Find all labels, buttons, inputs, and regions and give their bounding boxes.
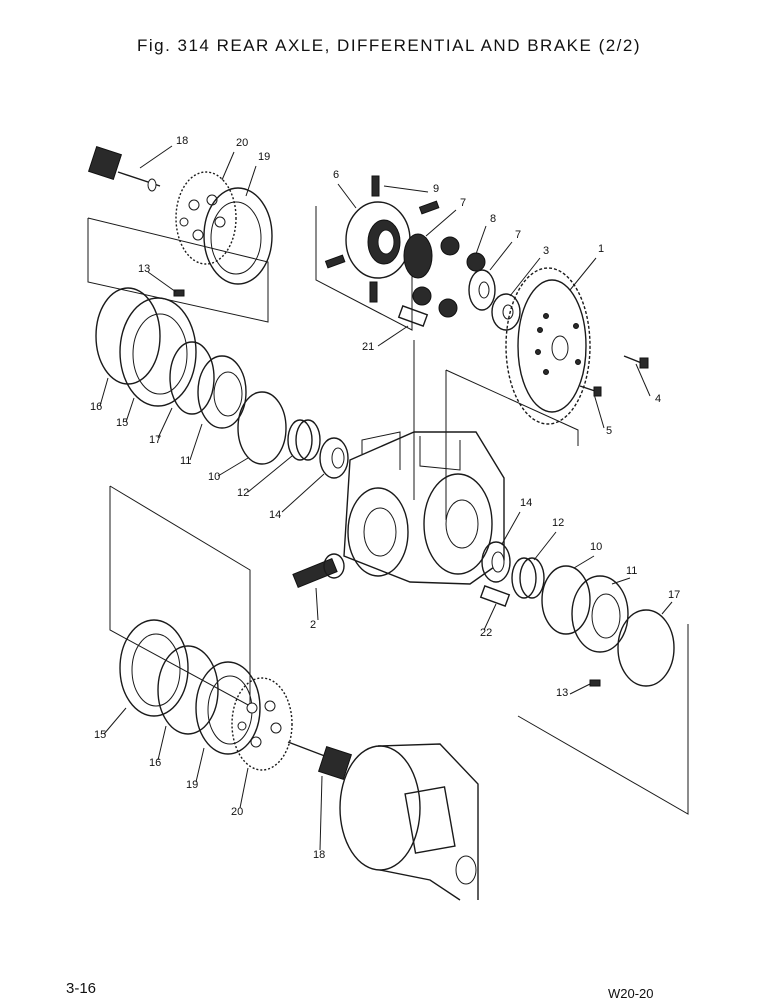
bolt-13-upper [173,289,185,297]
spring-12-right [511,557,545,599]
callout-c7a: 7 [460,197,466,209]
callout-c15a: 15 [116,417,128,429]
pins-9 [324,175,440,303]
o-ring-17-upper [169,341,215,415]
side-gear-7-right [468,269,496,311]
pin-21 [397,305,429,327]
callout-c12b: 12 [552,517,564,529]
o-ring-10-right [541,565,591,635]
callout-c16a: 16 [90,401,102,413]
callout-c22: 22 [480,627,492,639]
callout-c17b: 17 [668,589,680,601]
axle-shaft-18-lower [287,741,353,781]
pinion-gears-8 [412,236,486,318]
callout-c2: 2 [310,619,316,631]
axle-shaft-upper [87,145,161,192]
o-ring-10-upper [237,391,287,465]
callout-c16b: 16 [149,757,161,769]
model-code: W20-20 [608,986,654,1001]
seal-ring-16-lower [157,645,219,735]
axle-housing [343,340,505,585]
bolt-5 [579,385,602,397]
callout-labels: 18 20 19 6 9 7 8 7 3 1 13 21 4 16 15 17 5 11 10 12 14 14 12 10 1… [90,135,680,861]
callout-c10b: 10 [590,541,602,553]
brake-plate-upper [203,187,273,285]
group-frames [87,206,689,815]
callout-c7b: 7 [515,229,521,241]
side-gear-7-left [403,233,433,279]
differential-case-6 [345,201,411,279]
callout-c13b: 13 [556,687,568,699]
brake-housing-11-right [571,575,629,653]
callout-c18a: 18 [176,135,188,147]
callout-c1: 1 [598,243,604,255]
pin-22 [479,585,511,607]
o-ring-17-right [617,609,675,687]
callout-c14a: 14 [269,509,281,521]
piston-15-upper [119,297,197,407]
callout-c18b: 18 [313,849,325,861]
bearing-14-right [481,541,511,583]
bearing-14-upper [319,437,349,479]
callout-c14b: 14 [520,497,532,509]
ring-gear-1 [505,267,591,425]
bolt-13-right [589,679,601,687]
piston-15-lower [119,619,189,717]
callout-c4: 4 [655,393,661,405]
callout-c19b: 19 [186,779,198,791]
thrust-washer-3 [491,293,521,331]
figure-title: Fig. 314 REAR AXLE, DIFFERENTIAL AND BRA… [136,36,642,55]
bolt-4 [623,355,649,369]
callout-c11a: 11 [180,455,191,467]
callout-c10a: 10 [208,471,220,483]
brake-housing-11-upper [197,355,247,429]
callout-c3: 3 [543,245,549,257]
callout-c9: 9 [433,183,439,195]
callout-c20b: 20 [231,806,243,818]
callout-c19a: 19 [258,151,270,163]
callout-c8: 8 [490,213,496,225]
brake-disc-20-lower [231,677,293,771]
callout-c12a: 12 [237,487,249,499]
page-number: 3-16 [66,980,97,997]
leader-lines [99,145,673,851]
callout-c20a: 20 [236,137,248,149]
callout-c6: 6 [333,169,339,181]
callout-c15b: 15 [94,729,106,741]
seal-ring-16-upper [95,287,161,385]
callout-c13a: 13 [138,263,150,275]
axle-housing-end [339,743,479,901]
brake-disc-upper [175,171,237,265]
callout-c21: 21 [362,341,374,353]
callout-c11b: 11 [626,565,637,577]
callout-c17a: 17 [149,434,161,446]
callout-c5: 5 [606,425,612,437]
spring-12-upper [287,419,321,461]
pinion-shaft-2 [292,553,345,589]
